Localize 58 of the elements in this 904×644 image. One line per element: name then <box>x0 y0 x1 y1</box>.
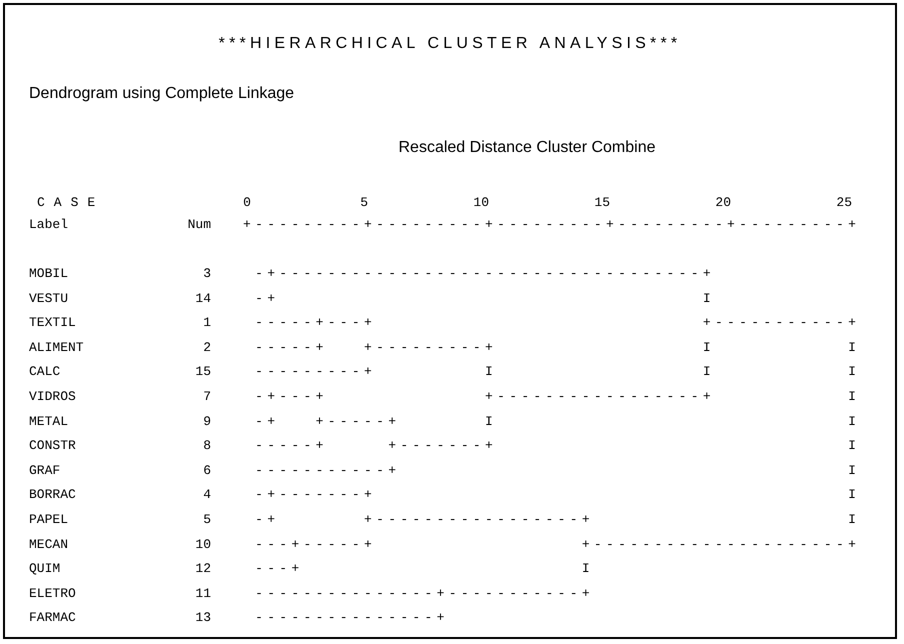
dendrogram-row-text: ---+-----+ +---------------------+ <box>254 536 860 552</box>
dendrogram-row-text: -----+ +-------+ I <box>254 438 860 454</box>
case-number: 1 <box>203 315 211 330</box>
case-number: 4 <box>203 487 211 502</box>
scale-tick-label: 5 <box>360 195 368 210</box>
case-number: 6 <box>203 462 211 478</box>
column-heading: CASE <box>37 195 104 210</box>
case-label: TEXTIL <box>29 315 76 330</box>
case-label: BORRAC <box>29 487 76 502</box>
dendrogram-row-text: ---+ I <box>254 561 594 576</box>
case-label: VIDROS <box>29 389 76 404</box>
case-label: FARMAC <box>29 610 76 626</box>
distance-scale: +---------+---------+---------+---------+---------+ <box>243 217 860 232</box>
case-label: PAPEL <box>29 512 68 527</box>
case-number: 3 <box>203 266 211 281</box>
scale-tick-label: 25 <box>836 195 852 210</box>
case-label: ELETRO <box>29 586 76 601</box>
axis-title: Rescaled Distance Cluster Combine <box>398 139 656 157</box>
dendrogram-row-text: -+-------+ I <box>254 487 860 502</box>
case-number: 5 <box>203 512 211 527</box>
method-subtitle: Dendrogram using Complete Linkage <box>29 85 294 103</box>
scale-tick-label: 20 <box>715 195 731 210</box>
case-number: 12 <box>195 561 211 576</box>
case-number: 15 <box>195 364 211 380</box>
case-label: METAL <box>29 414 68 429</box>
dendrogram-row-text: -+ +-----------------+ I <box>254 512 860 527</box>
case-number: 13 <box>195 610 211 626</box>
dendrogram-row-text: -----+ +---------+ I I <box>254 340 860 355</box>
case-number: 8 <box>203 438 211 454</box>
scale-tick-label: 0 <box>243 195 251 210</box>
dendrogram-row-text: -----+---+ +-----------+ <box>254 315 860 330</box>
case-number: 10 <box>195 536 211 552</box>
case-label: VESTU <box>29 290 68 306</box>
case-number: 14 <box>195 290 211 306</box>
dendrogram-row-text: ---------------+ <box>254 610 449 626</box>
case-number: 7 <box>203 389 211 404</box>
case-number: 11 <box>195 586 211 601</box>
dendrogram-row-text: -+-----------------------------------+ <box>254 266 715 281</box>
case-label: ALIMENT <box>29 340 84 355</box>
case-number: 9 <box>203 414 211 429</box>
case-number: 2 <box>203 340 211 355</box>
scale-tick-label: 15 <box>594 195 610 210</box>
case-label: GRAF <box>29 462 60 478</box>
report-title: ***HIERARCHICAL CLUSTER ANALYSIS*** <box>218 35 682 53</box>
case-label: QUIM <box>29 561 60 576</box>
dendrogram-row-text: -+ I <box>254 290 715 306</box>
case-label: MOBIL <box>29 266 68 281</box>
column-heading: Label <box>29 217 68 232</box>
case-label: CALC <box>29 364 60 380</box>
dendrogram-row-text: -----------+ I <box>254 462 860 478</box>
dendrogram-row-text: ---------+ I I I <box>254 364 860 380</box>
dendrogram-row-text: ---------------+-----------+ <box>254 586 594 601</box>
dendrogram-row-text: -+ +-----+ I I <box>254 414 860 429</box>
scale-tick-label: 10 <box>473 195 489 210</box>
case-label: MECAN <box>29 536 68 552</box>
column-heading: Num <box>188 217 211 232</box>
dendrogram-row-text: -+---+ +-----------------+ I <box>254 389 860 404</box>
case-label: CONSTR <box>29 438 76 454</box>
